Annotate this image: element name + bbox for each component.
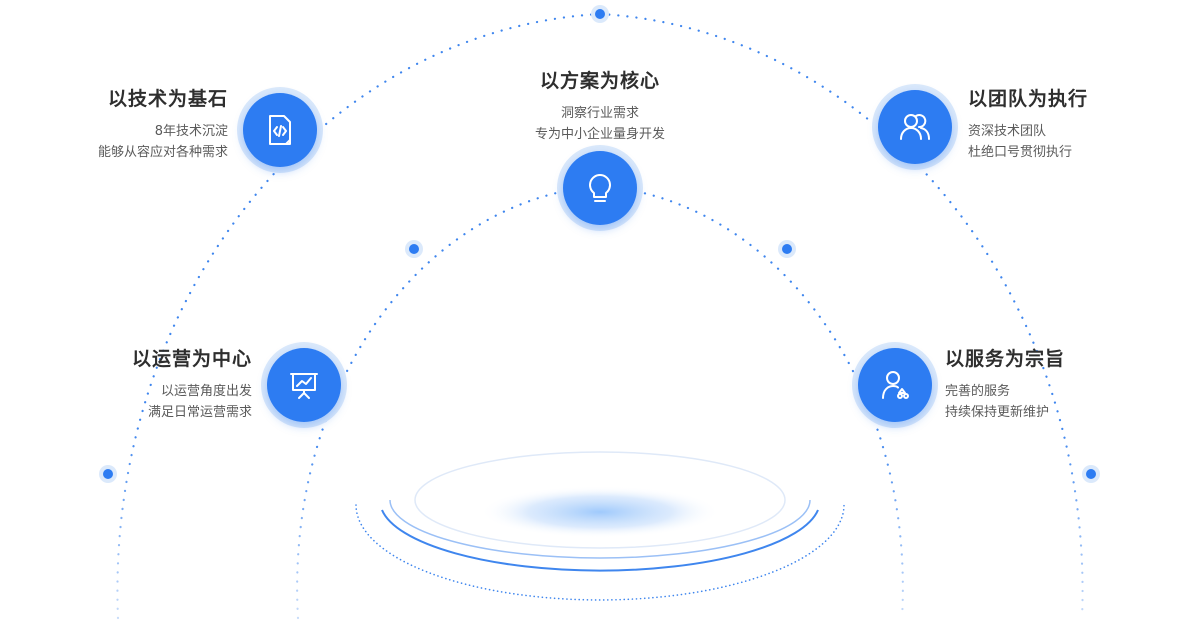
operation-text: 以运营为中心 以运营角度出发 满足日常运营需求 bbox=[32, 344, 252, 423]
code-file-icon bbox=[269, 115, 291, 145]
solution-desc-2: 专为中小企业量身开发 bbox=[534, 127, 665, 142]
team-title: 以团队为执行 bbox=[968, 88, 1089, 110]
operation-desc-1: 以运营角度出发 bbox=[160, 384, 252, 399]
platform-glow bbox=[480, 486, 720, 538]
team-users-icon bbox=[900, 114, 930, 140]
team-node bbox=[872, 84, 958, 170]
presentation-chart-icon bbox=[290, 373, 318, 399]
service-title: 以服务为宗旨 bbox=[945, 348, 1066, 370]
platform-ring-4 bbox=[355, 504, 845, 601]
platform-ring-2 bbox=[389, 499, 811, 559]
team-desc-2: 杜绝口号贯彻执行 bbox=[968, 145, 1073, 160]
marker-dots bbox=[99, 5, 1100, 483]
service-desc-2: 持续保持更新维护 bbox=[945, 405, 1050, 420]
user-service-icon bbox=[882, 371, 909, 399]
service-node bbox=[852, 342, 938, 428]
solution-desc-1: 洞察行业需求 bbox=[560, 106, 639, 121]
operation-node bbox=[261, 342, 347, 428]
operation-title: 以运营为中心 bbox=[131, 348, 252, 370]
operation-desc-2: 满足日常运营需求 bbox=[147, 405, 252, 420]
tech-desc-2: 能够从容应对各种需求 bbox=[97, 145, 228, 160]
lightbulb-icon bbox=[589, 174, 611, 202]
tech-node bbox=[237, 87, 323, 173]
service-text: 以服务为宗旨 完善的服务 持续保持更新维护 bbox=[945, 344, 1165, 423]
solution-node bbox=[557, 145, 643, 231]
tech-desc-1: 8年技术沉淀 bbox=[154, 124, 228, 139]
tech-text: 以技术为基石 8年技术沉淀 能够从容应对各种需求 bbox=[8, 84, 228, 163]
solution-text: 以方案为核心 洞察行业需求 专为中小企业量身开发 bbox=[480, 66, 720, 145]
tech-title: 以技术为基石 bbox=[107, 88, 228, 110]
platform-ring-1 bbox=[414, 451, 786, 549]
solution-title: 以方案为核心 bbox=[539, 70, 660, 92]
team-desc-1: 资深技术团队 bbox=[968, 124, 1047, 139]
service-desc-1: 完善的服务 bbox=[945, 384, 1011, 399]
platform-ring-3 bbox=[381, 509, 819, 572]
team-text: 以团队为执行 资深技术团队 杜绝口号贯彻执行 bbox=[968, 84, 1188, 163]
